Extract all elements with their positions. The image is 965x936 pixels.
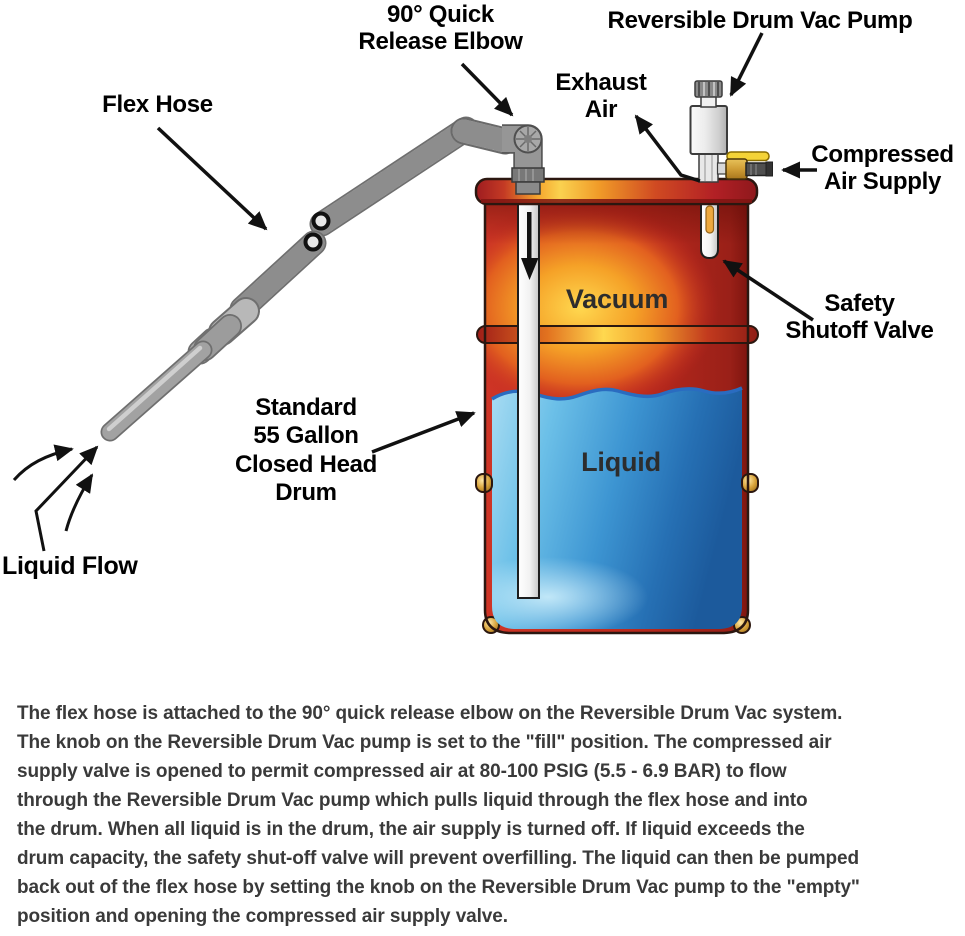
compressed-air-pipe	[745, 161, 773, 177]
label-liquid-flow: Liquid Flow	[2, 552, 138, 580]
description-line: back out of the flex hose by setting the…	[17, 877, 860, 898]
label-elbow-line1: 90° Quick	[387, 1, 494, 28]
o-ring-lower	[303, 232, 323, 252]
elbow-flange	[513, 124, 543, 154]
drum-rib-lower-right	[741, 473, 759, 493]
drum-outline	[483, 196, 750, 635]
flex-hose-upper	[309, 116, 479, 237]
safety-shutoff-valve	[700, 199, 719, 260]
drum-rib-upper	[476, 325, 759, 344]
label-safety-valve: Safety Shutoff Valve	[785, 290, 934, 345]
pump-knob	[694, 80, 723, 98]
description-line: supply valve is opened to permit compres…	[17, 761, 787, 782]
description-line: The flex hose is attached to the 90° qui…	[17, 703, 843, 724]
description-line: The knob on the Reversible Drum Vac pump…	[17, 732, 832, 753]
suction-wand	[100, 297, 260, 442]
label-vacuum: Vacuum	[565, 284, 669, 314]
label-quick-release-elbow: 90° Quick Release Elbow	[338, 1, 543, 55]
ball-valve	[716, 151, 773, 180]
arrow-liquid-flow-2	[34, 445, 99, 552]
arrow-exhaust-air	[634, 114, 701, 183]
description-line: drum capacity, the safety shut-off valve…	[17, 848, 860, 869]
arrow-liquid-flow-3	[64, 473, 94, 532]
label-elbow-line2: Release Elbow	[358, 28, 523, 56]
arrow-liquid-flow-1	[12, 444, 74, 481]
description-line: the drum. When all liquid is in the drum…	[17, 819, 805, 840]
arrow-flex-hose	[156, 126, 268, 231]
label-exhaust-air: Exhaust Air	[555, 69, 647, 124]
arrow-pump	[729, 32, 764, 97]
o-ring-upper	[311, 211, 331, 231]
liquid-fill	[491, 386, 743, 629]
drum-vac-pump	[689, 80, 728, 183]
label-pump: Reversible Drum Vac Pump	[607, 7, 913, 34]
flex-hose-lower	[229, 230, 327, 322]
valve-body	[725, 158, 748, 180]
description-line: through the Reversible Drum Vac pump whi…	[17, 790, 808, 811]
valve-slot	[705, 205, 715, 234]
label-liquid: Liquid	[581, 447, 661, 477]
drum-lid	[474, 177, 759, 206]
pump-stem	[698, 151, 719, 183]
label-compressed-air: Compressed Air Supply	[811, 141, 954, 196]
flex-hose	[100, 116, 479, 442]
dip-tube	[517, 199, 540, 599]
down-arrow-icon	[521, 212, 539, 280]
elbow-collar	[511, 167, 545, 195]
diagram: 90° Quick Release Elbow Reversible Drum …	[2, 1, 954, 635]
pump-body	[689, 105, 728, 155]
arrow-safety-valve	[722, 259, 814, 322]
label-drum: Standard 55 Gallon Closed Head Drum	[234, 394, 378, 506]
quick-release-elbow	[450, 117, 545, 195]
description-line: position and opening the compressed air …	[17, 906, 508, 927]
description-paragraph: The flex hose is attached to the 90° qui…	[17, 699, 965, 931]
drum-vac-illustration	[12, 32, 817, 635]
label-flex-hose: Flex Hose	[102, 91, 213, 118]
arrow-elbow	[460, 62, 514, 117]
arrow-drum	[371, 411, 476, 454]
